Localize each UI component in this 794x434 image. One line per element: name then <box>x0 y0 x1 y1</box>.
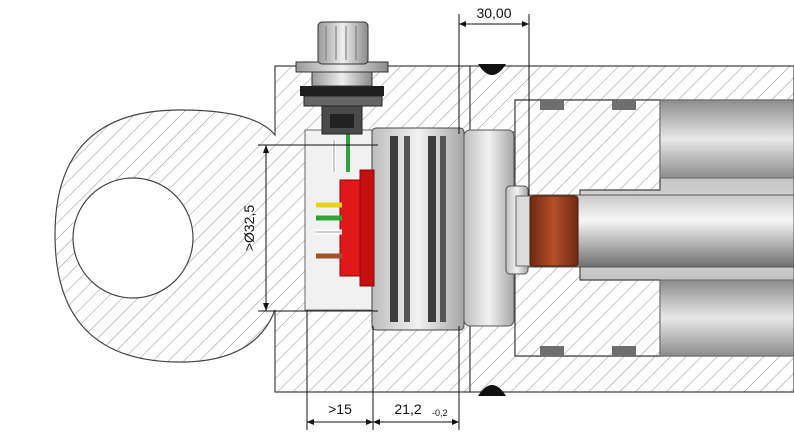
dimension-21-label: 21,2 <box>394 401 421 417</box>
piston-groove-top-1 <box>540 100 564 110</box>
cylinder-barrel-section <box>469 64 794 396</box>
dimension-diameter-label: >Ø32,5 <box>241 205 257 252</box>
rod-seal <box>529 195 579 267</box>
clevis-eye-hole <box>72 177 194 299</box>
m12-connector <box>295 21 389 135</box>
sensor-electronics <box>316 130 375 287</box>
piston-groove-bottom-1 <box>540 346 564 356</box>
dimension-30-label: 30,00 <box>476 5 511 21</box>
weld-mark-top <box>478 64 506 75</box>
dimension-bottom: >15 21,2 -0,2 <box>306 311 460 430</box>
dimension-15-label: >15 <box>328 401 352 417</box>
dimension-30: 30,00 <box>458 5 530 196</box>
position-sensor-body <box>371 127 531 331</box>
dimension-21-tolerance: -0,2 <box>432 408 448 418</box>
piston-groove-top-2 <box>612 100 636 110</box>
weld-mark-bottom <box>478 385 506 396</box>
dimension-diameter: >Ø32,5 <box>241 144 378 312</box>
piston-groove-bottom-2 <box>612 346 636 356</box>
